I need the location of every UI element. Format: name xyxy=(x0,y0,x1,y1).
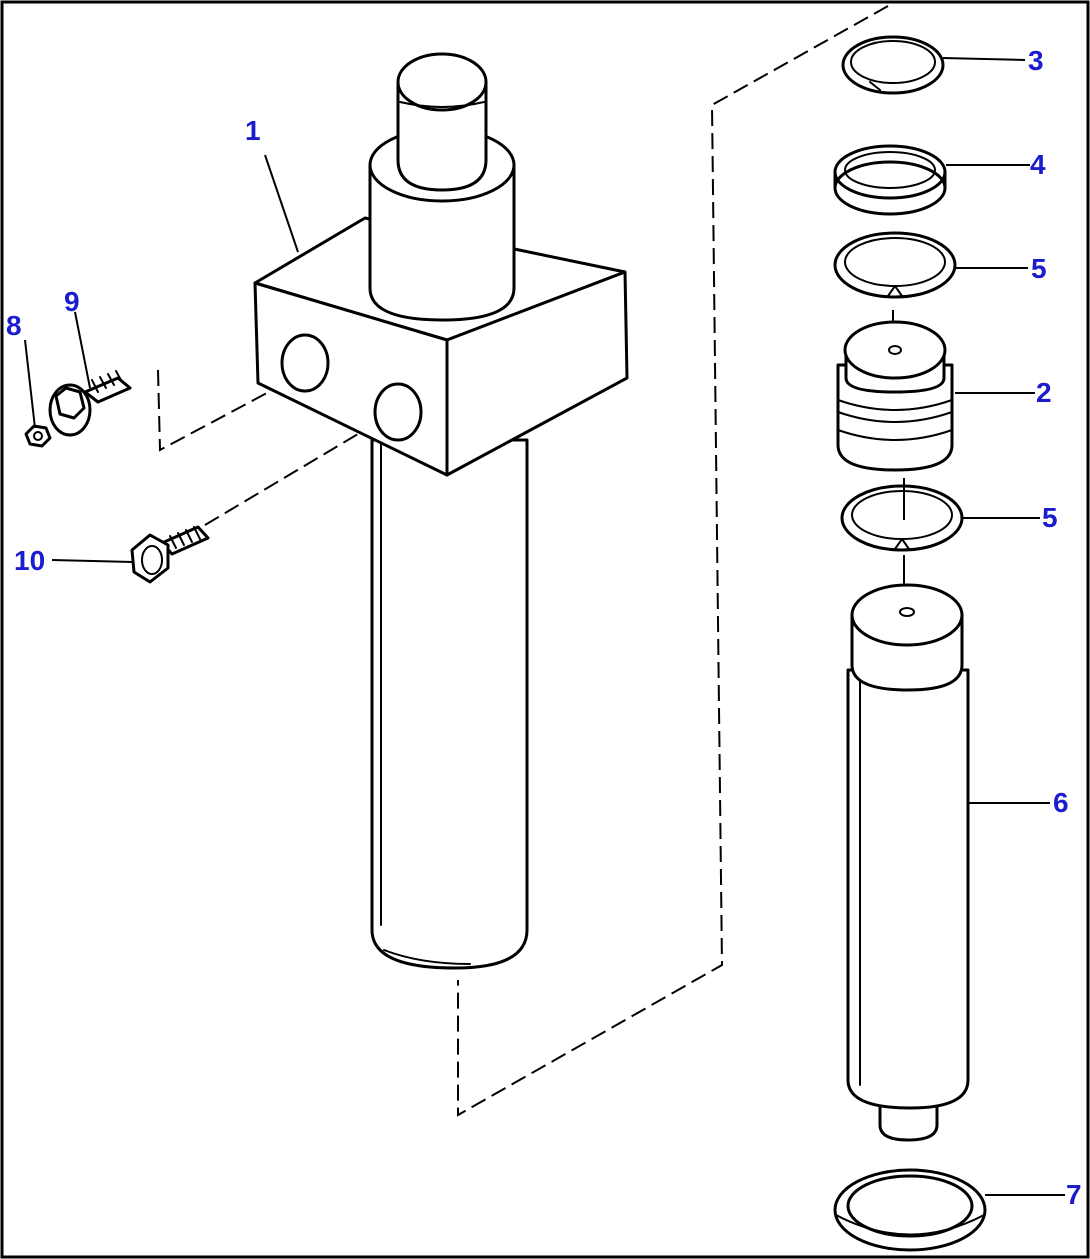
callout-5-lower: 5 xyxy=(1042,502,1058,533)
callout-9: 9 xyxy=(64,286,80,317)
callout-8: 8 xyxy=(6,310,22,341)
part-8-nut xyxy=(24,424,52,448)
part-4-ring xyxy=(833,144,947,216)
callout-3: 3 xyxy=(1028,45,1044,76)
callout-labels: 1 2 3 4 5 5 6 7 8 9 10 xyxy=(6,45,1082,1210)
part-1-cylinder-body xyxy=(253,52,629,970)
part-6-piston-rod xyxy=(846,583,970,1142)
callout-6: 6 xyxy=(1053,787,1069,818)
callout-4: 4 xyxy=(1030,149,1046,180)
part-3-snap-ring xyxy=(841,35,945,95)
callout-5-upper: 5 xyxy=(1031,253,1047,284)
callout-1: 1 xyxy=(245,115,261,146)
leader-lines xyxy=(24,57,1065,1196)
part-10-bolt xyxy=(130,525,210,584)
callout-7: 7 xyxy=(1066,1179,1082,1210)
callout-10: 10 xyxy=(14,545,45,576)
part-5-split-ring-upper xyxy=(833,231,957,299)
part-9-bolt xyxy=(48,370,132,437)
part-5-split-ring-lower xyxy=(840,484,964,552)
part-7-ring xyxy=(833,1168,987,1252)
callout-2: 2 xyxy=(1036,377,1052,408)
part-2-piston xyxy=(836,320,954,472)
